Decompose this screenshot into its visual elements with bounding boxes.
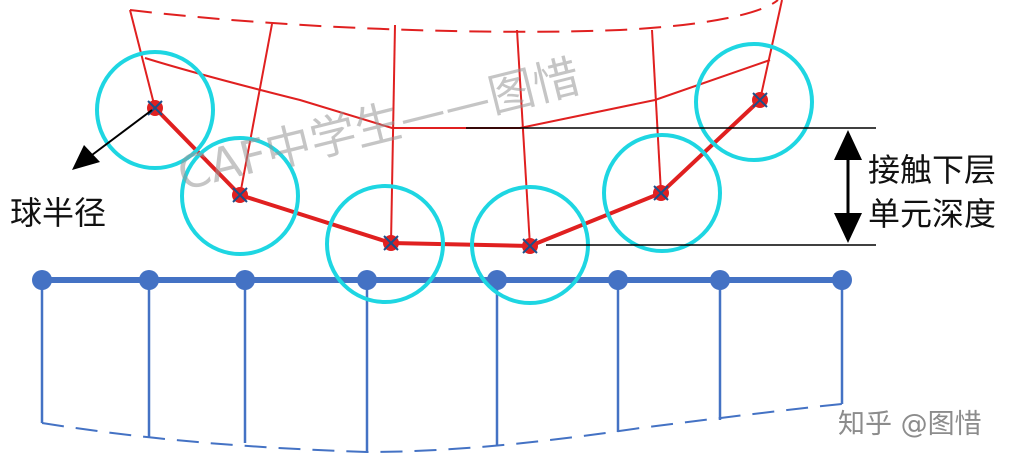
- author-credit: 知乎 @图惜: [838, 409, 982, 440]
- lower-node: [832, 270, 852, 290]
- ball-radius-leader-line: [91, 109, 153, 156]
- contact-depth-label-line1: 接触下层: [868, 151, 997, 189]
- contact-depth-dimension: [466, 127, 876, 246]
- contact-spheres: [95, 42, 814, 305]
- ball-radius-leader: [72, 109, 153, 170]
- lower-node: [32, 270, 52, 290]
- upper-mesh-vertical-edges: [129, 0, 783, 247]
- upper-mesh-top-dashed-edge: [129, 0, 779, 33]
- x-cross-marker-icon: [383, 235, 399, 251]
- x-cross-marker-icon: [232, 187, 248, 203]
- contact-sphere: [180, 136, 300, 256]
- upper-edge-2: [239, 23, 273, 196]
- contact-depth-label: 接触下层 单元深度: [868, 148, 996, 236]
- upper-edge-6: [759, 0, 783, 101]
- upper-mesh-mid-line: [144, 57, 771, 129]
- upper-edge-4: [516, 29, 531, 247]
- lower-mesh-bottom-dashed-edge: [41, 403, 843, 454]
- upper-mesh-nodes: [147, 92, 768, 254]
- upper-mesh-contact-surface: [153, 98, 762, 249]
- contact-depth-label-line2: 单元深度: [868, 195, 997, 233]
- lower-node: [357, 270, 377, 290]
- lower-node: [139, 270, 159, 290]
- contact-sphere: [694, 42, 814, 162]
- ball-radius-label: 球半径: [10, 194, 107, 232]
- x-cross-marker-icon: [653, 185, 669, 201]
- lower-node: [710, 270, 730, 290]
- lower-node: [608, 270, 628, 290]
- x-cross-marker-icon: [522, 238, 538, 254]
- upper-edge-3: [390, 24, 396, 244]
- down-arrowhead-icon: [834, 213, 862, 243]
- upper-edge-1: [129, 9, 156, 109]
- black-arrowhead-icon: [72, 145, 100, 170]
- upper-edge-5: [651, 29, 662, 194]
- x-cross-marker-icon: [147, 100, 163, 116]
- contact-sphere: [602, 133, 722, 253]
- lower-mesh-nodes: [32, 270, 852, 290]
- lower-node: [235, 270, 255, 290]
- contact-sphere: [325, 184, 445, 304]
- x-cross-marker-icon: [752, 92, 768, 108]
- lower-node: [487, 270, 507, 290]
- up-arrowhead-icon: [834, 130, 862, 160]
- lower-mesh: [40, 277, 844, 454]
- contact-sphere: [95, 50, 215, 170]
